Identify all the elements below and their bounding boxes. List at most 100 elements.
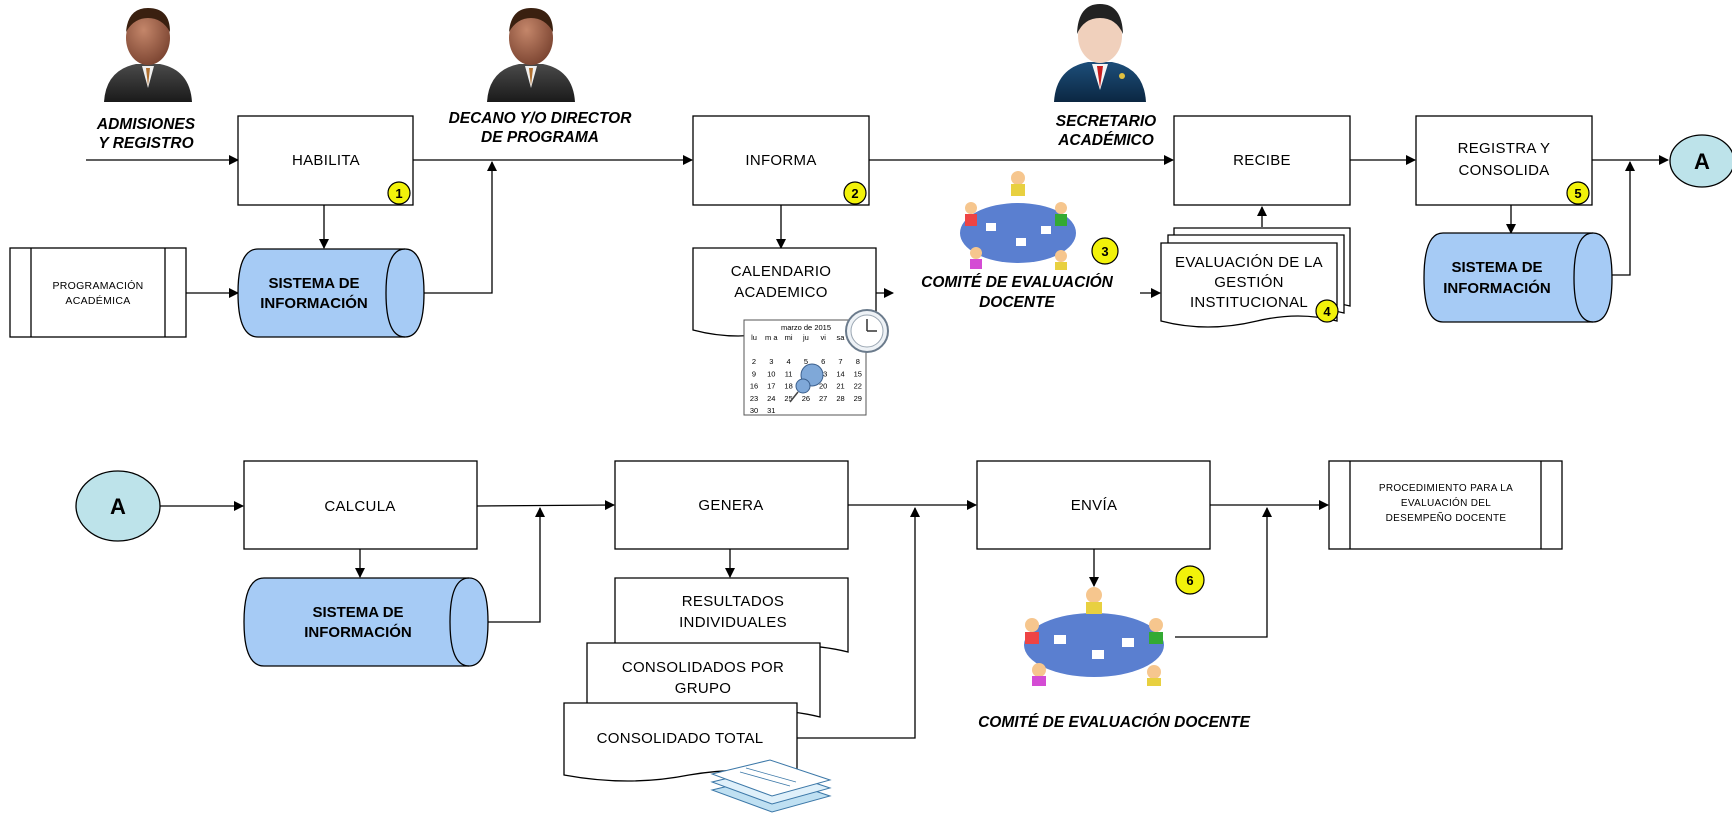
svg-text:2: 2 bbox=[851, 186, 858, 201]
calendar-day: 14 bbox=[836, 369, 844, 378]
connector-a-bottom: A bbox=[75, 470, 161, 542]
actor-admisiones-line2: Y REGISTRO bbox=[98, 135, 193, 152]
consolidados-grupo-line2: GRUPO bbox=[675, 680, 732, 697]
calendar-day: 20 bbox=[819, 382, 827, 391]
step-badge-3: 3 bbox=[1091, 237, 1119, 265]
evaluacion-line1: EVALUACIÓN DE LA bbox=[1175, 254, 1323, 271]
process-calcula: CALCULA bbox=[243, 460, 478, 550]
connector-a-label: A bbox=[1694, 149, 1710, 174]
calendar-day: 7 bbox=[838, 357, 842, 366]
connector-a-top: A bbox=[1669, 134, 1732, 188]
committee-label-line2: DOCENTE bbox=[979, 294, 1055, 311]
executive-icon bbox=[1054, 4, 1146, 102]
procedimiento-line1: PROCEDIMIENTO PARA LA bbox=[1379, 483, 1513, 494]
database-2-line1: SISTEMA DE bbox=[1451, 259, 1542, 276]
calendar-weekday: vi bbox=[820, 333, 826, 342]
calendar-day: 2 bbox=[752, 357, 756, 366]
actor-admisiones: ADMISIONES Y REGISTRO bbox=[96, 8, 196, 152]
actor-decano: DECANO Y/O DIRECTOR DE PROGRAMA bbox=[449, 8, 633, 146]
step-badge-4: 4 bbox=[1315, 299, 1339, 323]
calendar-day: 27 bbox=[819, 394, 827, 403]
svg-text:5: 5 bbox=[1574, 186, 1581, 201]
svg-text:6: 6 bbox=[1186, 573, 1193, 588]
person-icon bbox=[487, 8, 575, 102]
svg-text:1: 1 bbox=[395, 186, 402, 201]
process-recibe: RECIBE bbox=[1173, 115, 1351, 206]
svg-text:3: 3 bbox=[1101, 244, 1108, 259]
calendario-line1: CALENDARIO bbox=[731, 263, 832, 280]
step-badge-1: 1 bbox=[387, 181, 411, 205]
calendar-day: 24 bbox=[767, 394, 775, 403]
calendar-day: 29 bbox=[854, 394, 862, 403]
person-icon bbox=[104, 8, 192, 102]
calendar-day: 17 bbox=[767, 382, 775, 391]
row2-connectors bbox=[160, 500, 1329, 739]
step-badge-6: 6 bbox=[1175, 565, 1205, 595]
step-badge-5: 5 bbox=[1566, 181, 1590, 205]
process-registra: REGISTRA Y CONSOLIDA bbox=[1415, 115, 1593, 206]
evaluacion-line3: INSTITUCIONAL bbox=[1190, 294, 1308, 311]
document-consolidado-total: CONSOLIDADO TOTAL bbox=[563, 702, 798, 782]
calendar-day: 23 bbox=[750, 394, 758, 403]
calendar-day: 9 bbox=[752, 369, 756, 378]
database-3: SISTEMA DE INFORMACIÓN bbox=[243, 577, 489, 667]
paper-stack-icon bbox=[710, 759, 832, 813]
calendar-day: 31 bbox=[767, 406, 775, 415]
envia-label: ENVÍA bbox=[1071, 497, 1118, 514]
registra-label-line1: REGISTRA Y bbox=[1458, 140, 1551, 157]
actor-secretario: SECRETARIO ACADÉMICO bbox=[1054, 4, 1156, 149]
database-2: SISTEMA DE INFORMACIÓN bbox=[1423, 232, 1613, 323]
calendar-weekday: mi bbox=[785, 333, 793, 342]
calendar-day: 15 bbox=[854, 369, 862, 378]
calendar-weekday: ju bbox=[802, 333, 809, 342]
subprocess-procedimiento: PROCEDIMIENTO PARA LA EVALUACIÓN DEL DES… bbox=[1328, 460, 1563, 550]
calendar-day: 22 bbox=[854, 382, 862, 391]
calendar-day: 4 bbox=[787, 357, 791, 366]
genera-label: GENERA bbox=[698, 497, 763, 514]
resultados-line1: RESULTADOS bbox=[682, 593, 784, 610]
document-calendario: CALENDARIO ACADEMICO bbox=[692, 247, 877, 337]
calendar-day: 10 bbox=[767, 369, 775, 378]
calendar-day: 26 bbox=[802, 394, 810, 403]
calendar-day: 6 bbox=[821, 357, 825, 366]
procedimiento-line3: DESEMPEÑO DOCENTE bbox=[1386, 511, 1507, 524]
database-2-line2: INFORMACIÓN bbox=[1443, 279, 1551, 297]
calendar-day: 30 bbox=[750, 406, 758, 415]
actor-decano-line1: DECANO Y/O DIRECTOR bbox=[449, 110, 633, 127]
calendar-day: 21 bbox=[836, 382, 844, 391]
connector-a-label: A bbox=[110, 494, 126, 519]
calendar-weekday: lu bbox=[751, 333, 757, 342]
consolidado-total-label: CONSOLIDADO TOTAL bbox=[597, 730, 764, 747]
calendar-day: 3 bbox=[769, 357, 773, 366]
process-genera: GENERA bbox=[614, 460, 849, 550]
actor-decano-line2: DE PROGRAMA bbox=[481, 129, 599, 146]
procedimiento-line2: EVALUACIÓN DEL bbox=[1401, 496, 1491, 509]
calendar-day: 5 bbox=[804, 357, 808, 366]
calendar-day: 16 bbox=[750, 382, 758, 391]
calendar-weekday: m a bbox=[765, 333, 778, 342]
database-1: SISTEMA DE INFORMACIÓN bbox=[237, 248, 425, 338]
document-evaluacion: EVALUACIÓN DE LA GESTIÓN INSTITUCIONAL bbox=[1160, 227, 1351, 328]
programacion-line2: ACADÉMICA bbox=[65, 294, 130, 307]
consolidados-grupo-line1: CONSOLIDADOS POR bbox=[622, 659, 784, 676]
evaluacion-line2: GESTIÓN bbox=[1214, 274, 1284, 291]
actor-secretario-line1: SECRETARIO bbox=[1056, 113, 1156, 130]
actor-admisiones-line1: ADMISIONES bbox=[96, 116, 196, 133]
calendario-line2: ACADEMICO bbox=[734, 284, 828, 301]
step-badge-2: 2 bbox=[843, 181, 867, 205]
row1-connectors bbox=[86, 155, 1669, 298]
committee-label-line1: COMITÉ DE EVALUACIÓN bbox=[921, 273, 1114, 291]
subprocess-programacion: PROGRAMACIÓN ACADÉMICA bbox=[9, 247, 187, 338]
svg-text:4: 4 bbox=[1323, 304, 1331, 319]
database-3-line2: INFORMACIÓN bbox=[304, 623, 412, 641]
calendar-day: 28 bbox=[836, 394, 844, 403]
calendar-title: marzo de 2015 bbox=[781, 323, 831, 332]
calendar-day: 18 bbox=[784, 382, 792, 391]
meeting-icon bbox=[1024, 587, 1164, 686]
database-1-line1: SISTEMA DE bbox=[268, 275, 359, 292]
committee-label-row2: COMITÉ DE EVALUACIÓN DOCENTE bbox=[978, 713, 1250, 731]
database-3-line1: SISTEMA DE bbox=[312, 604, 403, 621]
informa-label: INFORMA bbox=[745, 152, 816, 169]
